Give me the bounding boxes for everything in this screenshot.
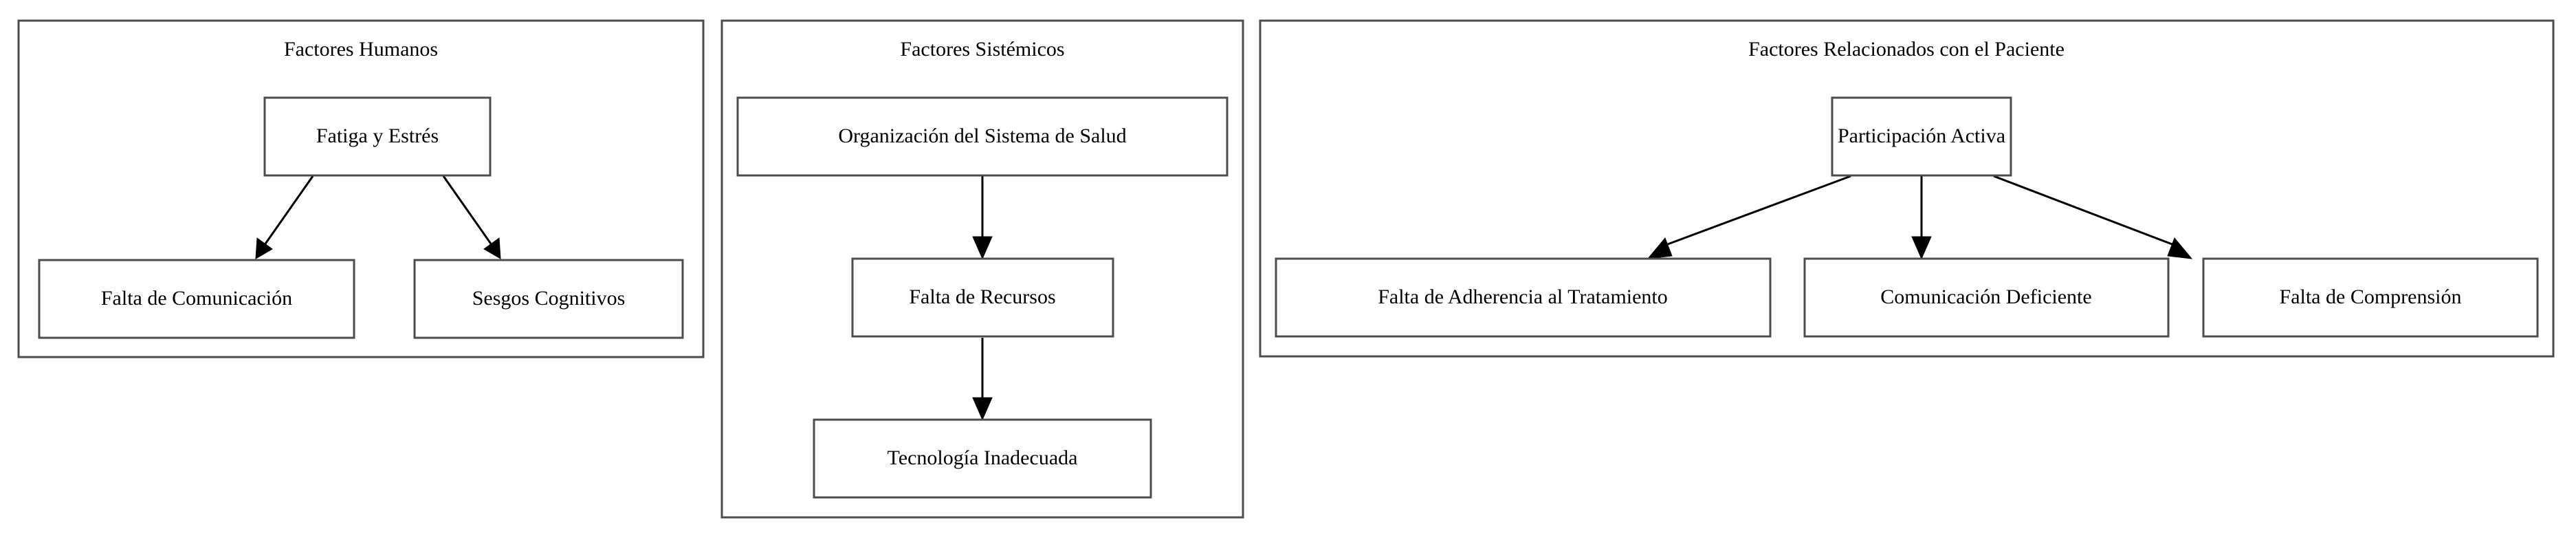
node-organizacion-del-sistema-de-salud[interactable] xyxy=(736,96,1229,177)
cluster-label-factores-sistemicos: Factores Sistémicos xyxy=(900,38,1064,61)
edge-participacion-to-comunicacion-deficiente xyxy=(1911,176,1932,260)
node-falta-de-adherencia-al-tratamiento[interactable] xyxy=(1275,257,1772,338)
node-label-falta-de-comprension: Falta de Comprensión xyxy=(2280,286,2462,308)
edge-fatiga-to-sesgos-cognitivos xyxy=(442,175,501,259)
node-label-tecnologia-inadecuada: Tecnología Inadecuada xyxy=(888,446,1078,469)
edge-fatiga-to-falta-comunicacion xyxy=(255,175,314,259)
cluster-factores-sistemicos: Factores Sistémicos Organización del Sis… xyxy=(720,19,1244,519)
cluster-label-factores-humanos: Factores Humanos xyxy=(284,38,438,61)
node-label-fatiga-y-estres: Fatiga y Estrés xyxy=(316,125,439,147)
edge-participacion-to-falta-comprension xyxy=(1993,175,2193,259)
node-label-falta-de-adherencia-al-tratamiento: Falta de Adherencia al Tratamiento xyxy=(1378,286,1668,308)
cluster-label-factores-relacionados-con-el-paciente: Factores Relacionados con el Paciente xyxy=(1748,38,2065,61)
node-tecnologia-inadecuada[interactable] xyxy=(813,418,1152,499)
edge-participacion-to-falta-adherencia xyxy=(1647,175,1851,259)
node-comunicacion-deficiente[interactable] xyxy=(1803,257,2170,338)
edge-organizacion-to-falta-recursos xyxy=(972,176,993,260)
node-label-sesgos-cognitivos: Sesgos Cognitivos xyxy=(472,287,626,310)
cluster-factores-relacionados-con-el-paciente: Factores Relacionados con el Paciente Pa… xyxy=(1259,19,2555,358)
node-participacion-activa[interactable] xyxy=(1831,96,2012,177)
edge-falta-recursos-to-tecnologia xyxy=(972,338,993,421)
node-fatiga-y-estres[interactable] xyxy=(263,96,492,177)
node-label-participacion-activa: Participación Activa xyxy=(1838,125,2005,147)
node-label-comunicacion-deficiente: Comunicación Deficiente xyxy=(1880,286,2091,308)
node-label-falta-de-recursos: Falta de Recursos xyxy=(909,286,1055,308)
cluster-factores-humanos: Factores Humanos Fatiga y Estrés Falta d… xyxy=(17,19,705,358)
node-falta-de-comunicacion[interactable] xyxy=(38,259,355,339)
node-sesgos-cognitivos[interactable] xyxy=(413,259,684,339)
node-label-falta-de-comunicacion: Falta de Comunicación xyxy=(101,287,292,310)
node-label-organizacion-del-sistema-de-salud: Organización del Sistema de Salud xyxy=(838,125,1126,147)
node-falta-de-recursos[interactable] xyxy=(851,257,1114,338)
node-falta-de-comprension[interactable] xyxy=(2202,257,2539,338)
